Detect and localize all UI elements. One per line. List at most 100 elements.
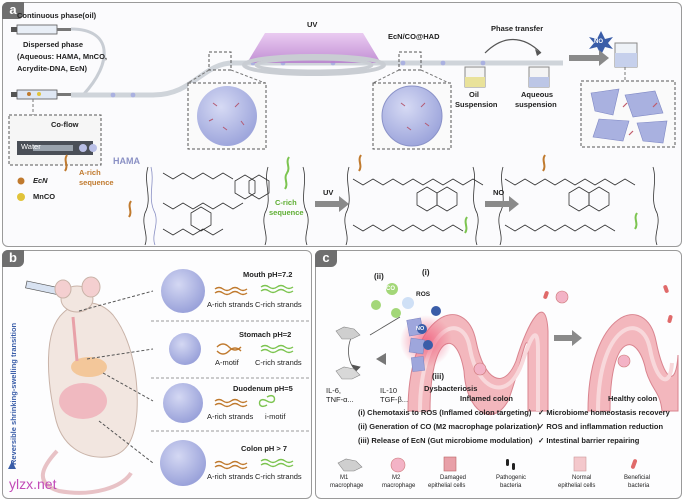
site-duodenum: Duodenum pH=5 (233, 384, 293, 393)
uv-arrow-icon (315, 196, 349, 212)
phase-transfer-label: Phase transfer (491, 24, 544, 33)
panel-b-label: b (2, 250, 24, 267)
a-rich-label-2: sequence (79, 178, 114, 187)
healthy-colon-icon (587, 314, 679, 412)
zoom-box-2 (398, 51, 422, 71)
co-bubbles (371, 283, 401, 318)
mouth-right: C-rich strands (255, 300, 302, 309)
legend-damaged-2: epithelial cells (428, 483, 466, 489)
oil-beaker-icon (464, 66, 486, 88)
tnf-label: TNF-α... (326, 395, 354, 404)
right-arrow-icon (569, 50, 609, 66)
oil-suspension-label: Suspension (455, 100, 498, 109)
mechanism-3: (iii) Release of EcN (Gut microbiome mod… (358, 436, 533, 445)
panel-a-graphics (8, 24, 676, 246)
aqueous-label: (Aqueous: HAMA, MnCO, (17, 52, 107, 61)
m1-cell (335, 326, 361, 340)
outcome-1: ✓ Microbiome homeostasis recovery (538, 408, 670, 417)
no-tag: NO (416, 326, 425, 332)
legend-normal-1: Normal (572, 475, 592, 481)
mouse-illustration-icon (40, 276, 138, 495)
outcome-2: ✓ ROS and inflammation reduction (538, 422, 664, 431)
stomach-left: A-motif (215, 358, 239, 367)
inflamed-colon-label: Inflamed colon (460, 394, 513, 403)
syringe-top-icon (11, 24, 71, 35)
a-rich-strand-icon (64, 154, 68, 172)
duodenum-right: i-motif (265, 412, 286, 421)
duodenum-left: A-rich strands (207, 412, 254, 421)
acrydite-label: Acrydite-DNA, EcN) (17, 64, 88, 73)
colon-left: A-rich strands (207, 472, 254, 481)
panel-b-graphics (8, 269, 309, 495)
mechanism-i-tag: (i) (422, 268, 430, 277)
site-colon: Colon pH > 7 (241, 444, 288, 453)
product-label: EcN/CO@HAD (388, 32, 440, 41)
c-rich-label-1: C-rich (275, 198, 297, 207)
il10-label: IL-10 (380, 386, 398, 395)
dysbacteriosis-label: Dysbacteriosis (424, 384, 478, 393)
a-rich-label-1: A-rich (79, 168, 101, 177)
panel-c: c (315, 250, 682, 499)
aqueous-suspension-label-1: Aqueous (521, 90, 554, 99)
zoom-box-1 (208, 51, 232, 71)
phase-transfer-arrow (484, 39, 542, 54)
macrophage-cycle (348, 316, 401, 372)
co-flow-label: Co-flow (51, 120, 79, 129)
microsphere-1 (197, 86, 257, 146)
il6-label: IL-6, (326, 386, 342, 395)
m2-macrophage-pink (473, 290, 631, 376)
c-rich-strand-icon (284, 156, 290, 190)
site-stomach: Stomach pH=2 (239, 330, 292, 339)
legend-m1-2: macrophage (330, 483, 364, 489)
legend-beneficial-1: Beneficial (624, 475, 651, 481)
panel-c-graphics (335, 283, 679, 473)
no-badge-icon (589, 31, 613, 55)
legend-normal-2: epithelial cells (558, 483, 596, 489)
no-badge-label: NO (594, 39, 603, 45)
m2-cell (335, 366, 361, 380)
stomach-right: C-rich strands (255, 358, 302, 367)
panel-a: a (2, 2, 682, 247)
syringe-bottom-icon (11, 89, 71, 100)
healthy-colon-label: Healthy colon (608, 394, 658, 403)
tubing (70, 27, 106, 97)
panel-c-label: c (315, 250, 337, 267)
panel-a-label: a (2, 2, 24, 19)
legend-beneficial-2: bacteria (628, 483, 650, 489)
final-beaker-icon (614, 42, 638, 68)
co-flow-box (8, 114, 102, 166)
oil-label: Oil (469, 90, 480, 99)
sphere-colon (160, 440, 206, 486)
mechanism-ii-tag: (ii) (374, 272, 384, 281)
mechanism-iii-tag: (iii) (432, 372, 444, 381)
legend-icons (337, 456, 638, 473)
c-rich-label-2: sequence (269, 208, 304, 217)
mouth-left: A-rich strands (207, 300, 254, 309)
legend-damaged-1: Damaged (440, 475, 467, 481)
uv-arrow-label: UV (323, 188, 334, 197)
site-mouth: Mouth pH=7.2 (243, 270, 293, 279)
aqueous-suspension-label-2: suspension (515, 100, 557, 109)
sphere-mouth (161, 269, 205, 313)
continuous-phase-label: Continuous phase(oil) (17, 11, 97, 20)
uv-label: UV (307, 20, 318, 29)
aqueous-beaker-icon (528, 66, 550, 88)
co-tag: CO (386, 286, 395, 292)
dispersed-phase-label: Dispersed phase (23, 40, 84, 49)
tgf-label: TGF-β... (380, 395, 409, 404)
legend-m2-1: M2 (392, 475, 401, 481)
watermark: ylzx.net (9, 476, 57, 492)
sphere-stomach (169, 333, 201, 365)
transition-arrow-icon (554, 330, 582, 346)
uv-coil-icon (242, 33, 386, 76)
mechanism-2: (ii) Generation of CO (M2 macrophage pol… (358, 422, 540, 431)
mnco-legend-label: MnCO (33, 192, 56, 201)
no-arrow-icon (485, 196, 519, 212)
sphere-duodenum (163, 383, 203, 423)
legend-m2-2: macrophage (382, 483, 416, 489)
fragmented-gel (590, 88, 668, 144)
microsphere-2 (381, 85, 443, 147)
hama-label: HAMA (113, 156, 140, 166)
water-label: Water (21, 142, 41, 151)
hama-structures (143, 166, 659, 246)
